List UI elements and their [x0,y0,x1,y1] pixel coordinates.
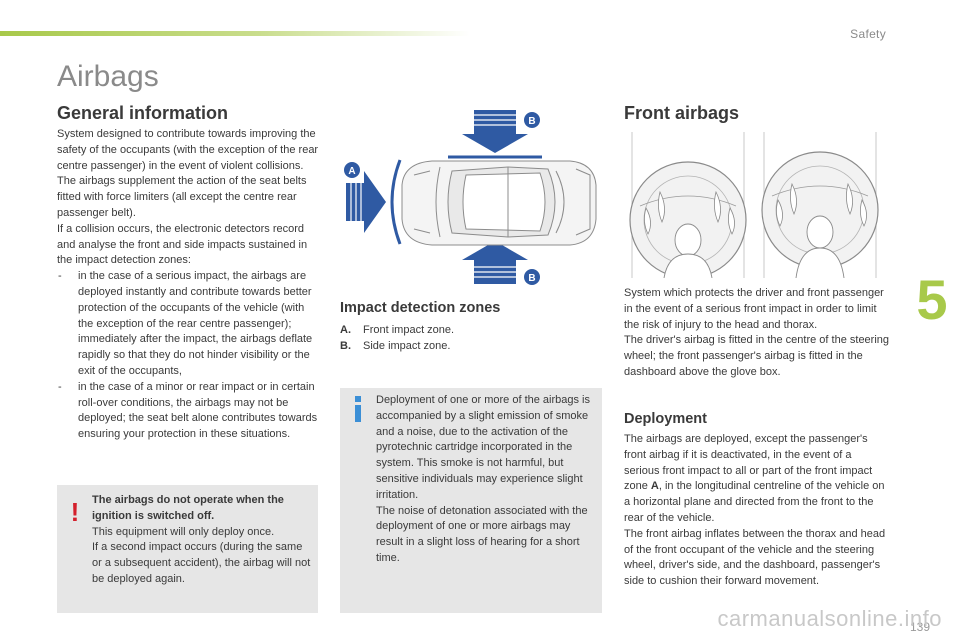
passenger-airbag-view [761,132,879,278]
impact-legend: A. Front impact zone. B. Side impact zon… [340,323,590,355]
warning-box: ! The airbags do not operate when the ig… [57,485,318,613]
chapter-number: 5 [916,268,948,331]
front-impact-arrow [346,159,402,245]
info-paragraph-1: Deployment of one or more of the airbags… [376,394,591,501]
deployment-text: The airbags are deployed, except the pas… [624,432,889,590]
deployment-paragraph-1: The airbags are deployed, except the pas… [624,432,889,527]
warning-line-2: If a second impact occurs (during the sa… [92,541,311,585]
general-heading: General information [57,103,229,123]
watermark: carmanualsonline.info [717,606,942,631]
car-top-view [401,160,597,246]
label-b-bottom-marker: B [524,269,540,285]
deployment-p1-end: , in the longitudinal centreline of the … [624,480,885,524]
label-b-top: B [528,116,535,127]
exclamation-icon: ! [70,497,80,527]
info-box: Deployment of one or more of the airbags… [340,388,602,613]
deployment-p1-start: The airbags are deployed, except the pas… [624,433,873,493]
front-airbags-heading: Front airbags [624,103,740,123]
impact-item-a-label: A. [340,324,351,336]
info-paragraph-2: The noise of detonation associated with … [376,504,588,564]
front-airbags-illustration [629,132,879,278]
general-bullet-1: in the case of a serious impact, the air… [57,269,319,380]
label-b-bottom: B [528,273,535,284]
impact-item-b: B. Side impact zone. [340,339,590,355]
impact-item-a-text: Front impact zone. [363,324,455,336]
section-name: Safety [850,27,886,41]
general-bullet-2: in the case of a minor or rear impact or… [57,380,319,443]
deployment-p1-zone: A [650,480,659,493]
impact-item-b-label: B. [340,339,351,352]
label-a-marker: A [344,162,360,178]
header-accent-bar [0,31,470,36]
info-icon [354,396,362,422]
general-intro-1: System designed to contribute towards im… [57,128,319,219]
general-bullets: in the case of a serious impact, the air… [57,269,319,443]
label-a: A [348,166,355,177]
deployment-paragraph-2: The front airbag inflates between the th… [624,527,886,588]
warning-line-1: This equipment will only deploy once. [92,525,275,538]
side-impact-arrow-top [448,110,542,159]
general-text: System designed to contribute towards im… [57,127,319,443]
general-intro-2: If a collision occurs, the electronic de… [57,222,308,267]
impact-item-b-text: Side impact zone. [363,339,451,352]
label-b-top-marker: B [524,112,540,128]
deployment-heading: Deployment [624,411,707,427]
front-airbags-text: System which protects the driver and fro… [624,286,889,381]
front-paragraph-2: The driver's airbag is fitted in the cen… [624,334,890,378]
impact-zones-diagram: B B A [344,110,597,285]
page-title: Airbags [57,60,159,93]
warning-bold: The airbags do not operate when the igni… [92,494,284,522]
front-paragraph-1: System which protects the driver and fro… [624,287,884,331]
info-text: Deployment of one or more of the airbags… [376,393,596,567]
warning-text: The airbags do not operate when the igni… [92,493,312,588]
impact-heading: Impact detection zones [340,300,501,316]
driver-airbag-view [629,132,747,278]
impact-item-a: A. Front impact zone. [340,323,590,339]
page-number: 139 [909,620,930,634]
